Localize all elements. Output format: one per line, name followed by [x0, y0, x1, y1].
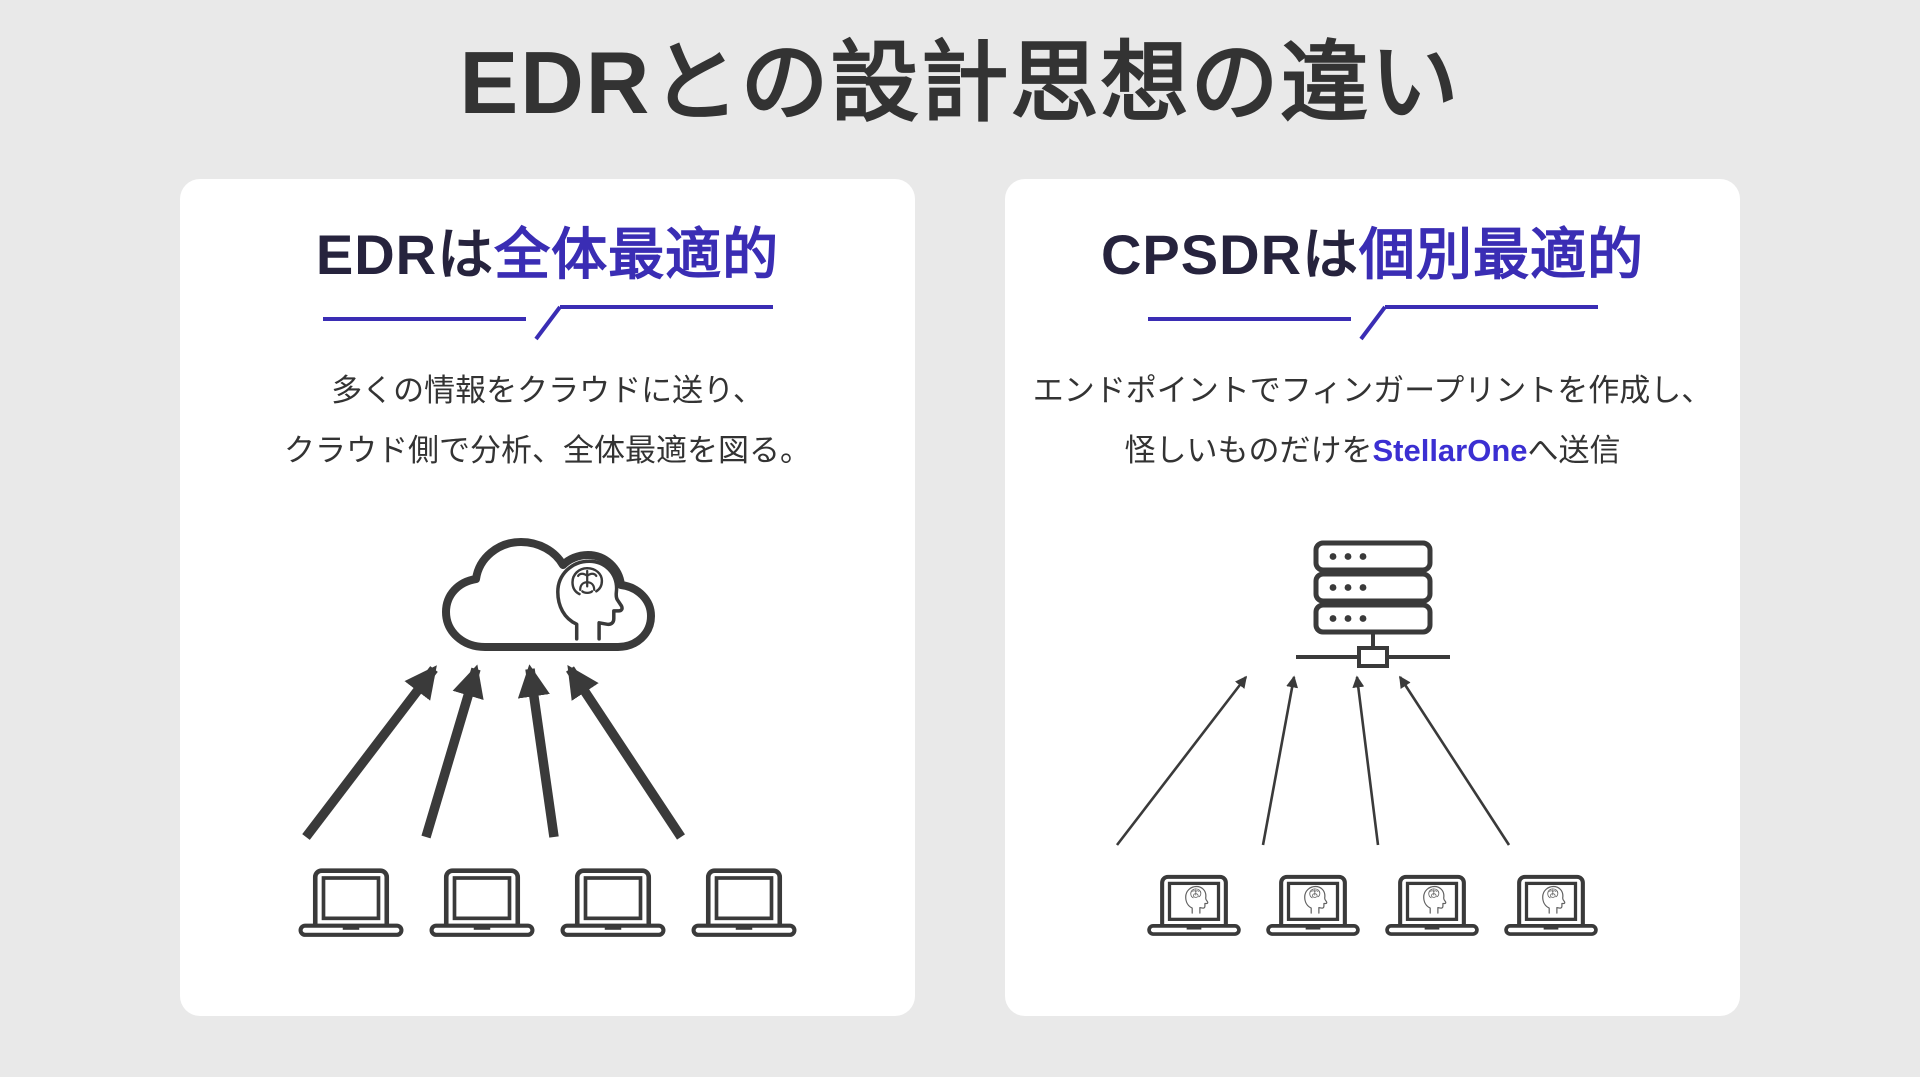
laptop-icon: [298, 868, 404, 937]
cpsdr-card: CPSDRは個別最適的 エンドポイントでフィンガープリントを作成し、 怪しいもの…: [1005, 178, 1740, 1016]
cpsdr-card-description: エンドポイントでフィンガープリントを作成し、 怪しいものだけをStellarOn…: [1033, 361, 1713, 481]
laptop-brain-icon: [1385, 874, 1479, 936]
upload-arrows-thin: [1115, 675, 1510, 846]
cpsdr-heading-accent-text: 個別最適的: [1359, 222, 1645, 286]
edr-card-description: 多くの情報をクラウドに送り、 クラウド側で分析、全体最適を図る。: [284, 361, 811, 481]
cpsdr-heading-dark-text: CPSDRは: [1100, 222, 1360, 286]
comparison-cards: EDRは全体最適的 多くの情報をクラウドに送り、 クラウド側で分析、全体最適を図…: [0, 178, 1920, 1016]
laptop-row: [296, 858, 799, 942]
description-line: へ送信: [1527, 432, 1621, 468]
laptop-brain-icon: [1504, 874, 1598, 936]
page-title: EDRとの設計思想の違い: [459, 33, 1461, 132]
laptop-brain-icon: [1147, 874, 1241, 936]
brain-head-icon: [1186, 886, 1208, 913]
description-line: エンドポイントでフィンガープリントを作成し、: [1032, 372, 1713, 408]
description-line: 怪しいものだけを: [1124, 432, 1373, 468]
server-icon: [1295, 540, 1450, 668]
edr-heading-dark-text: EDRは: [315, 222, 495, 286]
brain-head-icon: [557, 561, 621, 639]
cpsdr-card-heading: CPSDRは個別最適的: [1101, 223, 1644, 287]
laptop-icon: [691, 868, 797, 937]
upload-arrows-thick: [301, 664, 685, 840]
laptop-icon: [429, 868, 535, 937]
stellarone-brand-text: StellarOne: [1372, 432, 1528, 468]
laptop-brain-icon: [1266, 874, 1360, 936]
edr-heading-accent-text: 全体最適的: [494, 222, 780, 286]
description-line: 多くの情報をクラウドに送り、: [331, 372, 764, 408]
laptop-row: [1145, 865, 1600, 941]
edr-card-heading: EDRは全体最適的: [316, 223, 779, 287]
brain-head-icon: [1305, 886, 1327, 913]
brain-head-icon: [1424, 886, 1446, 913]
laptop-icon: [560, 868, 666, 937]
heading-underline-decoration: [322, 304, 773, 341]
heading-underline-decoration: [1147, 304, 1598, 341]
edr-card: EDRは全体最適的 多くの情報をクラウドに送り、 クラウド側で分析、全体最適を図…: [180, 178, 915, 1016]
brain-head-icon: [1543, 886, 1565, 913]
description-line: クラウド側で分析、全体最適を図る。: [284, 432, 811, 468]
cloud-brain-icon: [441, 537, 655, 651]
